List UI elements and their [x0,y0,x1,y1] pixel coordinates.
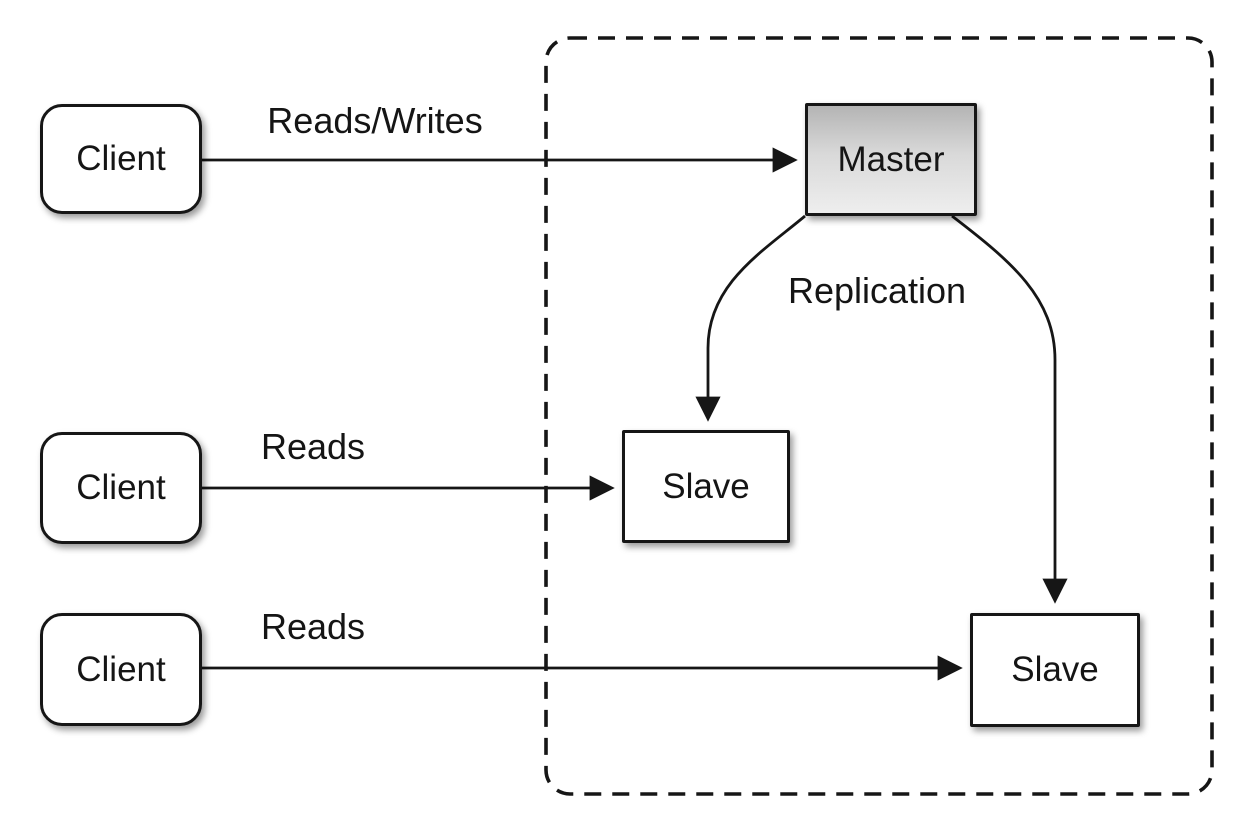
edge-label-reads-slave2: Reads [260,606,366,647]
node-slave-1: Slave [622,430,790,543]
replication-arrow-slave1 [695,214,806,422]
node-master: Master [805,103,977,216]
node-client-3-label: Client [76,649,166,689]
node-slave-2-label: Slave [1011,650,1099,689]
node-client-1: Client [40,104,202,214]
replication-arrow-slave2 [951,214,1068,604]
node-master-label: Master [837,139,945,179]
node-client-2: Client [40,432,202,544]
node-slave-1-label: Slave [662,466,750,506]
node-client-3: Client [40,613,202,726]
node-client-2-label: Client [76,468,166,507]
edge-label-reads-writes: Reads/Writes [267,100,483,141]
edge-label-reads-slave1: Reads [260,426,366,467]
node-slave-2: Slave [970,613,1140,727]
edge-label-replication: Replication [787,270,967,311]
node-client-1-label: Client [76,139,166,178]
replication-cluster-boundary [544,36,1214,796]
